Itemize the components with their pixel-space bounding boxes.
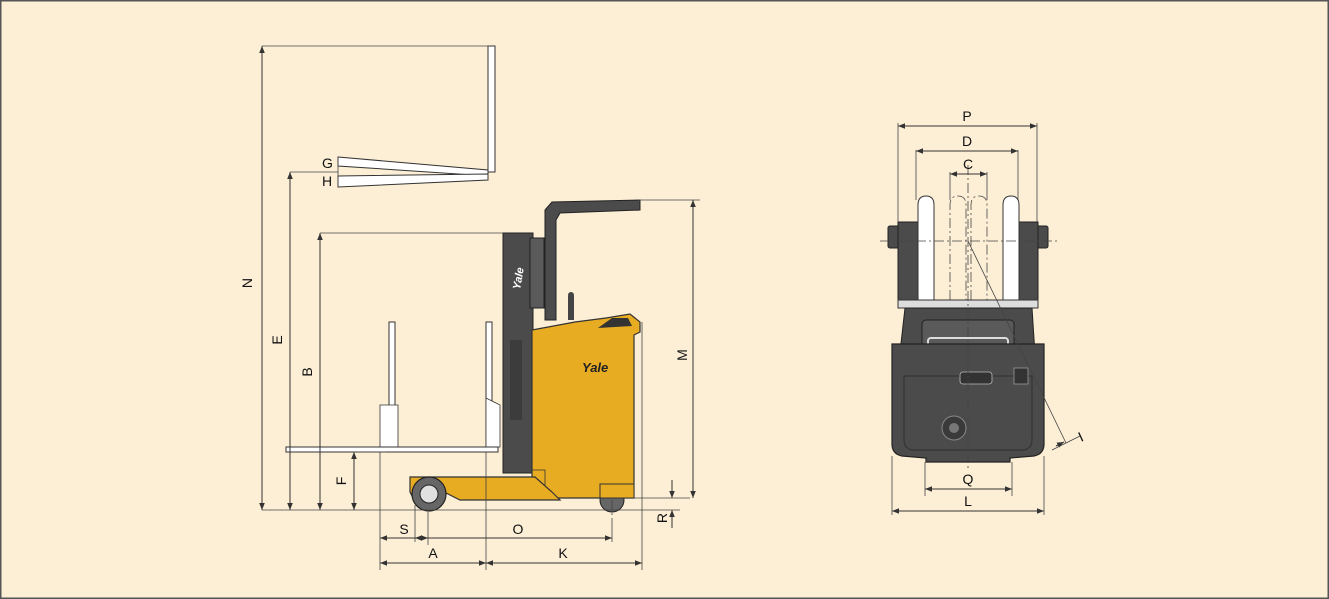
- label-m: M: [674, 349, 690, 361]
- rear-view: P D C Q L I: [880, 108, 1086, 515]
- label-g: G: [322, 155, 333, 171]
- label-k: K: [558, 545, 568, 561]
- label-c: C: [963, 156, 973, 172]
- side-view: Yale Yale: [239, 45, 700, 570]
- rear-fork-right: [1002, 195, 1020, 309]
- label-a: A: [428, 545, 438, 561]
- label-e: E: [269, 335, 285, 344]
- mast-logo: Yale: [511, 267, 527, 291]
- label-b: B: [299, 367, 315, 376]
- label-q: Q: [963, 471, 974, 487]
- label-f: F: [333, 477, 349, 486]
- body-logo: Yale: [582, 360, 608, 375]
- label-d: D: [962, 133, 972, 149]
- label-n: N: [239, 278, 255, 288]
- fork-tine: [285, 446, 499, 453]
- label-s: S: [399, 521, 408, 537]
- overhead-guard: [544, 199, 641, 321]
- lowered-forks: [285, 321, 501, 453]
- rear-fork-left: [917, 195, 935, 309]
- mast: Yale: [502, 232, 545, 474]
- truck-body: Yale: [531, 313, 641, 499]
- label-i: I: [1076, 429, 1086, 445]
- raised-forks: [337, 45, 496, 188]
- label-o: O: [513, 521, 524, 537]
- label-l: L: [964, 493, 972, 509]
- label-r: R: [654, 513, 670, 523]
- raised-fork-upright: [487, 45, 496, 173]
- label-h: H: [322, 173, 332, 189]
- baseleg: [409, 476, 635, 513]
- label-p: P: [962, 108, 971, 124]
